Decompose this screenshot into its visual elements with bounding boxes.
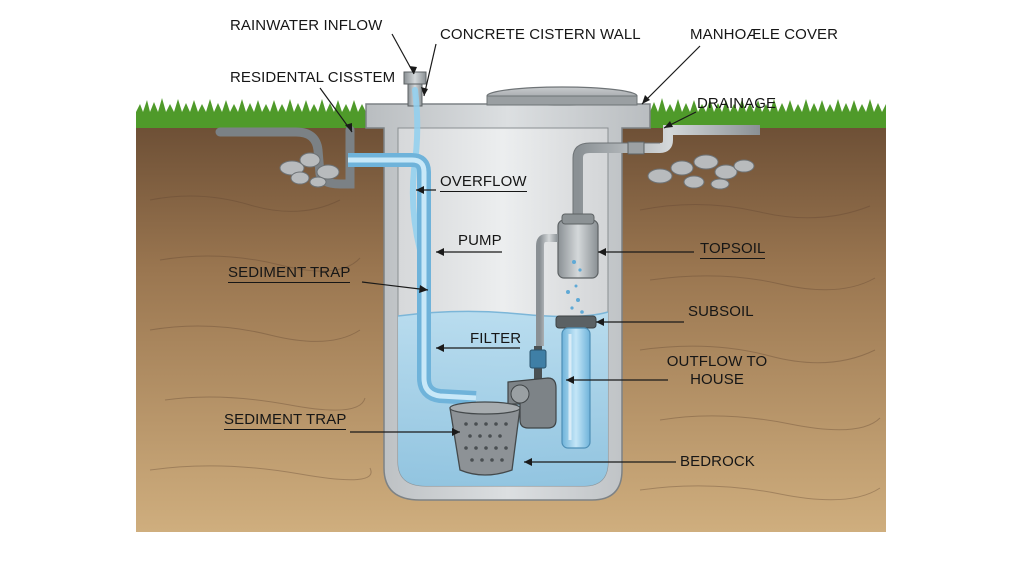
label-subsoil: SUBSOIL	[688, 303, 754, 320]
callout-arrowheads	[345, 66, 673, 466]
label-sediment-trap-upper: SEDIMENT TRAP	[228, 264, 351, 283]
label-concrete-cistern-wall: CONCRETE CISTERN WALL	[440, 26, 641, 43]
drainage-coupling	[627, 141, 645, 155]
grass-left	[136, 98, 366, 128]
label-pump: PUMP	[458, 232, 502, 249]
callout-concrete-wall	[423, 43, 437, 97]
inflow-cap	[403, 71, 427, 85]
label-sediment-trap-lower: SEDIMENT TRAP	[224, 411, 347, 430]
callout-manhole-cover	[641, 45, 701, 105]
label-rainwater-inflow: RAINWATER INFLOW	[230, 17, 383, 34]
manhole-cover-rim	[486, 95, 638, 106]
rocks-right	[647, 154, 755, 190]
label-residential-cistern: RESIDENTAL CISSTEM	[230, 69, 396, 86]
label-filter: FILTER	[470, 330, 522, 347]
soil-texture	[149, 195, 881, 501]
label-drainage: DRAINAGE	[697, 95, 777, 112]
label-outflow-to-house: OUTFLOW TO HOUSE	[662, 353, 772, 389]
filter-cap-icon	[555, 315, 597, 329]
callout-sediment-trap-upper	[361, 281, 429, 291]
label-manhole-cover: MANHOÆLE COVER	[690, 26, 839, 43]
label-overflow: OVERFLOW	[440, 173, 527, 192]
cistern-feed-pipe-highlight	[348, 157, 477, 401]
label-outflow-line2: HOUSE	[690, 371, 744, 388]
sediment-trap-basket-icon	[449, 403, 521, 476]
drainage-pipe-outline	[572, 142, 660, 222]
label-topsoil: TOPSOIL	[700, 240, 766, 259]
pump-icon	[557, 219, 599, 279]
stored-water	[398, 311, 608, 486]
check-valve-icon	[529, 349, 547, 369]
sediment-trap-rim	[449, 401, 521, 415]
pump-impeller-icon	[510, 384, 530, 404]
label-bedrock: BEDROCK	[680, 453, 755, 470]
label-outflow-line1: OUTFLOW TO	[666, 353, 768, 370]
filter-canister-icon	[561, 327, 591, 449]
pump-top	[561, 213, 595, 225]
pump-side-pipe	[536, 234, 558, 346]
callout-lines	[319, 33, 701, 463]
drainage-pipe	[573, 125, 760, 222]
grass-right	[650, 98, 886, 128]
water-drips	[564, 260, 584, 320]
sediment-trap-holes	[464, 422, 508, 462]
rocks-left	[279, 152, 340, 188]
